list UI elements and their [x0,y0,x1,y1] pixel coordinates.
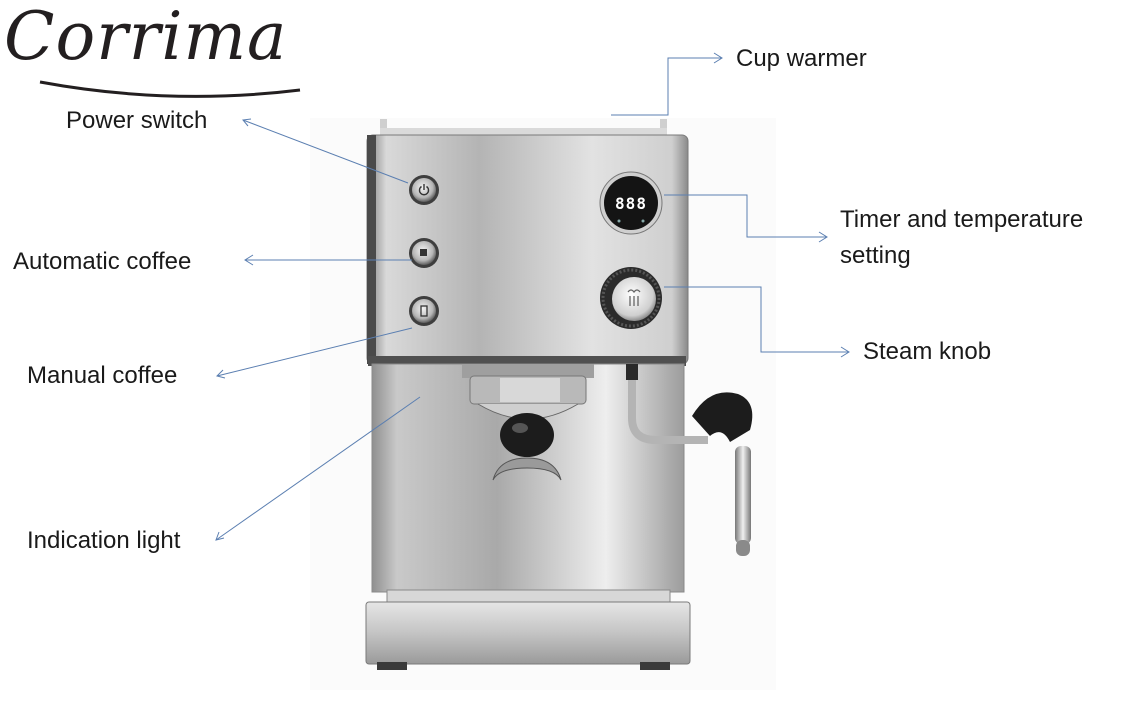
front-panel-dark-edge [367,135,376,364]
power-switch-button[interactable] [409,175,439,205]
label-power-switch: Power switch [66,107,208,134]
callout-indication-light [215,396,421,541]
callout-steam-knob [664,286,849,353]
steam-wand [626,364,753,556]
display-readout: 888 [615,194,647,213]
callout-timer-temperature [664,194,827,238]
steam-knob[interactable] [600,267,662,329]
label-cup-warmer: Cup warmer [736,45,867,72]
callout-cup-warmer [611,57,722,116]
callout-manual-coffee [216,327,413,377]
label-timer-temperature-line2: setting [840,242,911,269]
callout-cup-warmer-arrow [713,52,723,64]
cup-icon [420,249,427,256]
label-manual-coffee: Manual coffee [27,362,178,389]
power-icon [418,185,430,196]
label-timer-temperature-line1: Timer and temperature [840,206,1084,233]
cup-warmer-rails [380,119,667,137]
callout-power-switch [242,119,409,184]
drip-tray [365,589,691,670]
manual-coffee-button[interactable] [409,296,439,326]
brand-swoosh [39,80,301,98]
steam-icon [627,289,641,306]
label-steam-knob: Steam knob [863,338,992,365]
portafilter [462,364,594,481]
callout-lines [215,52,850,541]
label-automatic-coffee: Automatic coffee [13,248,192,275]
brand-logo: Corrima [4,0,288,75]
automatic-coffee-button[interactable] [409,238,439,268]
timer-temperature-display[interactable]: 888 [599,171,663,235]
manual-cup-icon [420,305,428,317]
label-indication-light: Indication light [27,527,181,554]
